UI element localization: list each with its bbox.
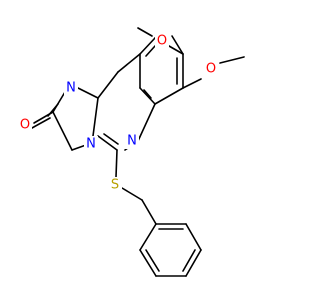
atom-label-mask <box>84 136 98 152</box>
bond-line <box>185 249 202 277</box>
atom-label-mask <box>18 117 32 133</box>
bond-line <box>139 37 156 55</box>
atom-label-n-ring-bridge: N <box>86 137 96 152</box>
bond-line <box>115 149 118 178</box>
bond-line <box>139 87 156 105</box>
bond-line <box>137 27 153 37</box>
bond-line <box>141 199 157 225</box>
bond-line <box>31 117 51 129</box>
bond-line <box>103 133 119 145</box>
bond-line <box>171 35 184 55</box>
atom-label-o-methoxy-right: O <box>206 62 216 77</box>
atom-label-o-carbonyl: O <box>20 118 30 133</box>
bond-line <box>139 223 157 251</box>
bond-line <box>52 111 73 151</box>
atom-label-mask <box>64 80 78 96</box>
bond-line <box>154 87 184 105</box>
atom-label-s-thioether: S <box>111 178 119 193</box>
bond-line <box>219 56 245 64</box>
bond-line <box>185 223 202 251</box>
atom-label-n-quinazoline: N <box>127 134 137 149</box>
bond-line <box>145 45 156 57</box>
atom-label-o-methoxy-top: O <box>157 34 167 49</box>
molecule-structure-diagram: O O N O N N S <box>0 0 300 300</box>
bond-line <box>33 111 54 124</box>
atom-label-n-imidazole: N <box>66 81 76 96</box>
bond-line <box>92 97 99 137</box>
bond-line <box>121 187 143 201</box>
bond-line <box>182 78 202 89</box>
bond-line <box>182 249 196 272</box>
atom-label-mask <box>204 61 218 77</box>
canvas-background <box>0 0 300 300</box>
bond-line <box>97 135 118 151</box>
bond-line <box>145 249 160 272</box>
bond-line <box>77 87 99 99</box>
atom-label-layer: O O N O N N S <box>18 33 218 193</box>
atom-label-mask <box>155 33 169 49</box>
bond-line <box>97 71 119 99</box>
bond-line <box>139 249 157 277</box>
bond-line <box>117 53 141 73</box>
bond-line <box>137 103 156 142</box>
atom-label-mask <box>125 133 139 149</box>
bond-line <box>71 144 87 151</box>
atom-label-mask <box>108 177 122 193</box>
bond-line <box>143 89 152 99</box>
